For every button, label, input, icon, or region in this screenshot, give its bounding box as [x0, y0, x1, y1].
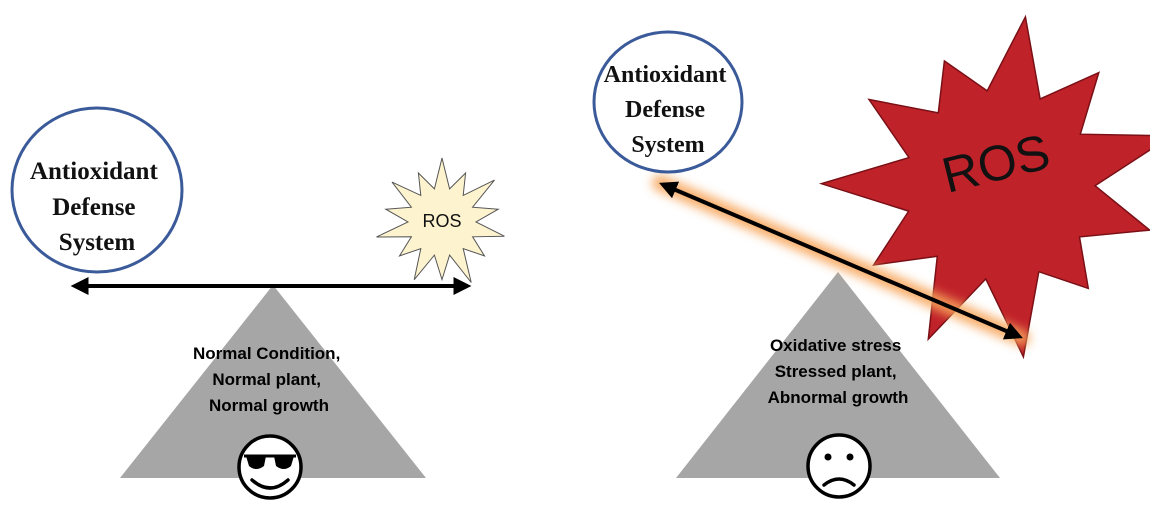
right-panel: ROS Antioxidant Defense System Oxidative… [592, 14, 1150, 499]
right-antioxidant-circle [592, 30, 744, 174]
right-pyramid [676, 272, 1000, 478]
left-pyramid [120, 285, 426, 478]
right-beam-arrow [659, 181, 1023, 340]
left-antioxidant-label: Antioxidant Defense System [30, 158, 164, 256]
left-ros-starburst [376, 157, 505, 283]
sad-face-icon [806, 433, 872, 499]
left-condition-label: Normal Condition, Normal plant, Normal g… [193, 344, 345, 415]
left-antioxidant-circle [10, 106, 184, 274]
left-ros-label: ROS [422, 211, 461, 231]
right-condition-label: Oxidative stress Stressed plant, Abnorma… [768, 336, 909, 407]
right-antioxidant-label: Antioxidant Defense System [604, 62, 733, 158]
left-panel: Antioxidant Defense System ROS Normal Co… [10, 106, 505, 500]
cool-sunglasses-face-icon [237, 434, 303, 500]
